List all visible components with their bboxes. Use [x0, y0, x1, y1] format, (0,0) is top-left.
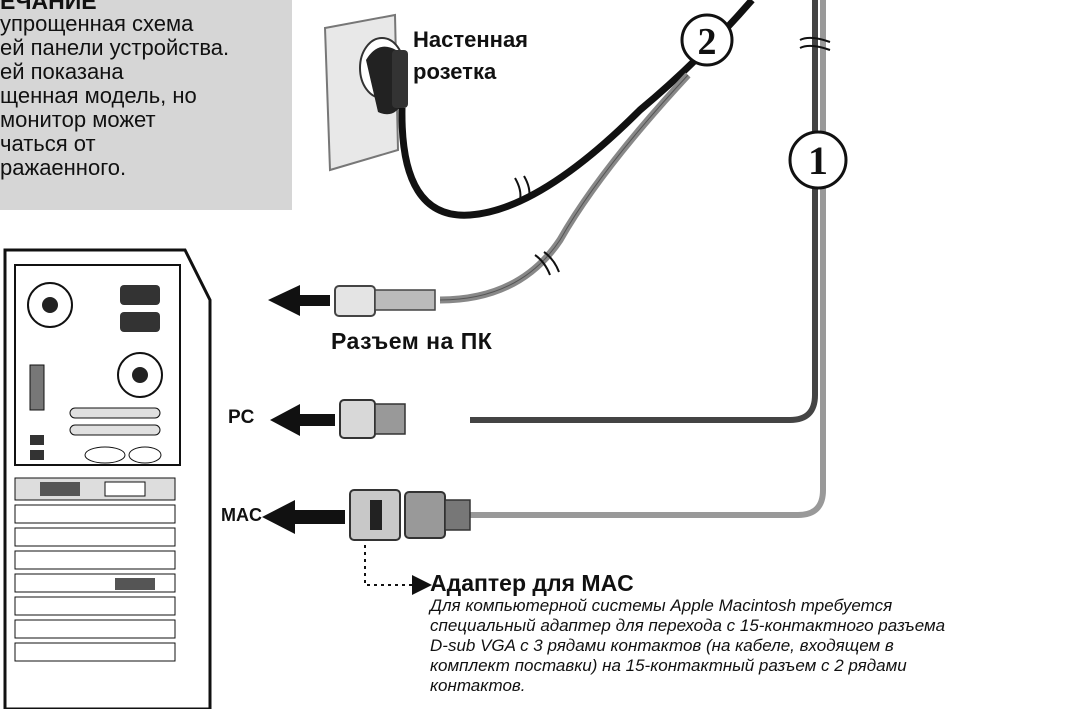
- adapter-description-line: D-sub VGA с 3 рядами контактов (на кабел…: [430, 636, 894, 655]
- wall-outlet-label-line: Настенная: [413, 27, 529, 52]
- wall-outlet-label: Настенная розетка: [413, 24, 528, 88]
- callout-1: [788, 130, 848, 190]
- adapter-description-line: комплект поставки) на 15-контактный разъ…: [430, 656, 907, 675]
- adapter-description-line: специальный адаптер для перехода с 15-ко…: [430, 616, 946, 635]
- wall-outlet-illustration: [323, 13, 408, 172]
- pc-tower-illustration: [3, 248, 212, 709]
- note-line: ражаенного.: [0, 155, 127, 180]
- adapter-description: Для компьютерной системы Apple Macintosh…: [430, 596, 945, 696]
- callout-2: [680, 13, 734, 67]
- pc-connector-label: Разъем на ПК: [331, 328, 493, 354]
- pc-vga-connector: [270, 399, 406, 439]
- callout-2-number: 2: [698, 21, 717, 63]
- note-box: ЕЧАНИЕ упрощенная схема ей панели устрой…: [0, 0, 292, 210]
- signal-cable-pc: [470, 0, 818, 423]
- adapter-description-line: Для компьютерной системы Apple Macintosh…: [430, 596, 893, 615]
- adapter-pointer: [364, 545, 432, 595]
- pc-power-connector: [268, 285, 436, 317]
- wall-outlet-label-line: розетка: [413, 59, 497, 84]
- note-line: монитор может: [0, 107, 156, 132]
- note-title: ЕЧАНИЕ: [0, 0, 97, 14]
- note-line: ей показана: [0, 59, 124, 84]
- signal-cable-mac: [470, 0, 826, 518]
- power-cable-to-pc: [439, 72, 691, 304]
- adapter-description-line: контактов.: [430, 676, 526, 695]
- note-line: щенная модель, но: [0, 83, 197, 108]
- note-line: ей панели устройства.: [0, 35, 230, 60]
- mac-adapter-connector: [262, 489, 471, 541]
- note-line: упрощенная схема: [0, 11, 194, 36]
- pc-label: PC: [228, 407, 255, 428]
- callout-1-number: 1: [808, 138, 828, 183]
- break-marks: [514, 36, 831, 276]
- adapter-title: Адаптер для MAC: [430, 570, 634, 596]
- note-line: чаться от: [0, 131, 96, 156]
- mac-label: MAC: [221, 505, 262, 525]
